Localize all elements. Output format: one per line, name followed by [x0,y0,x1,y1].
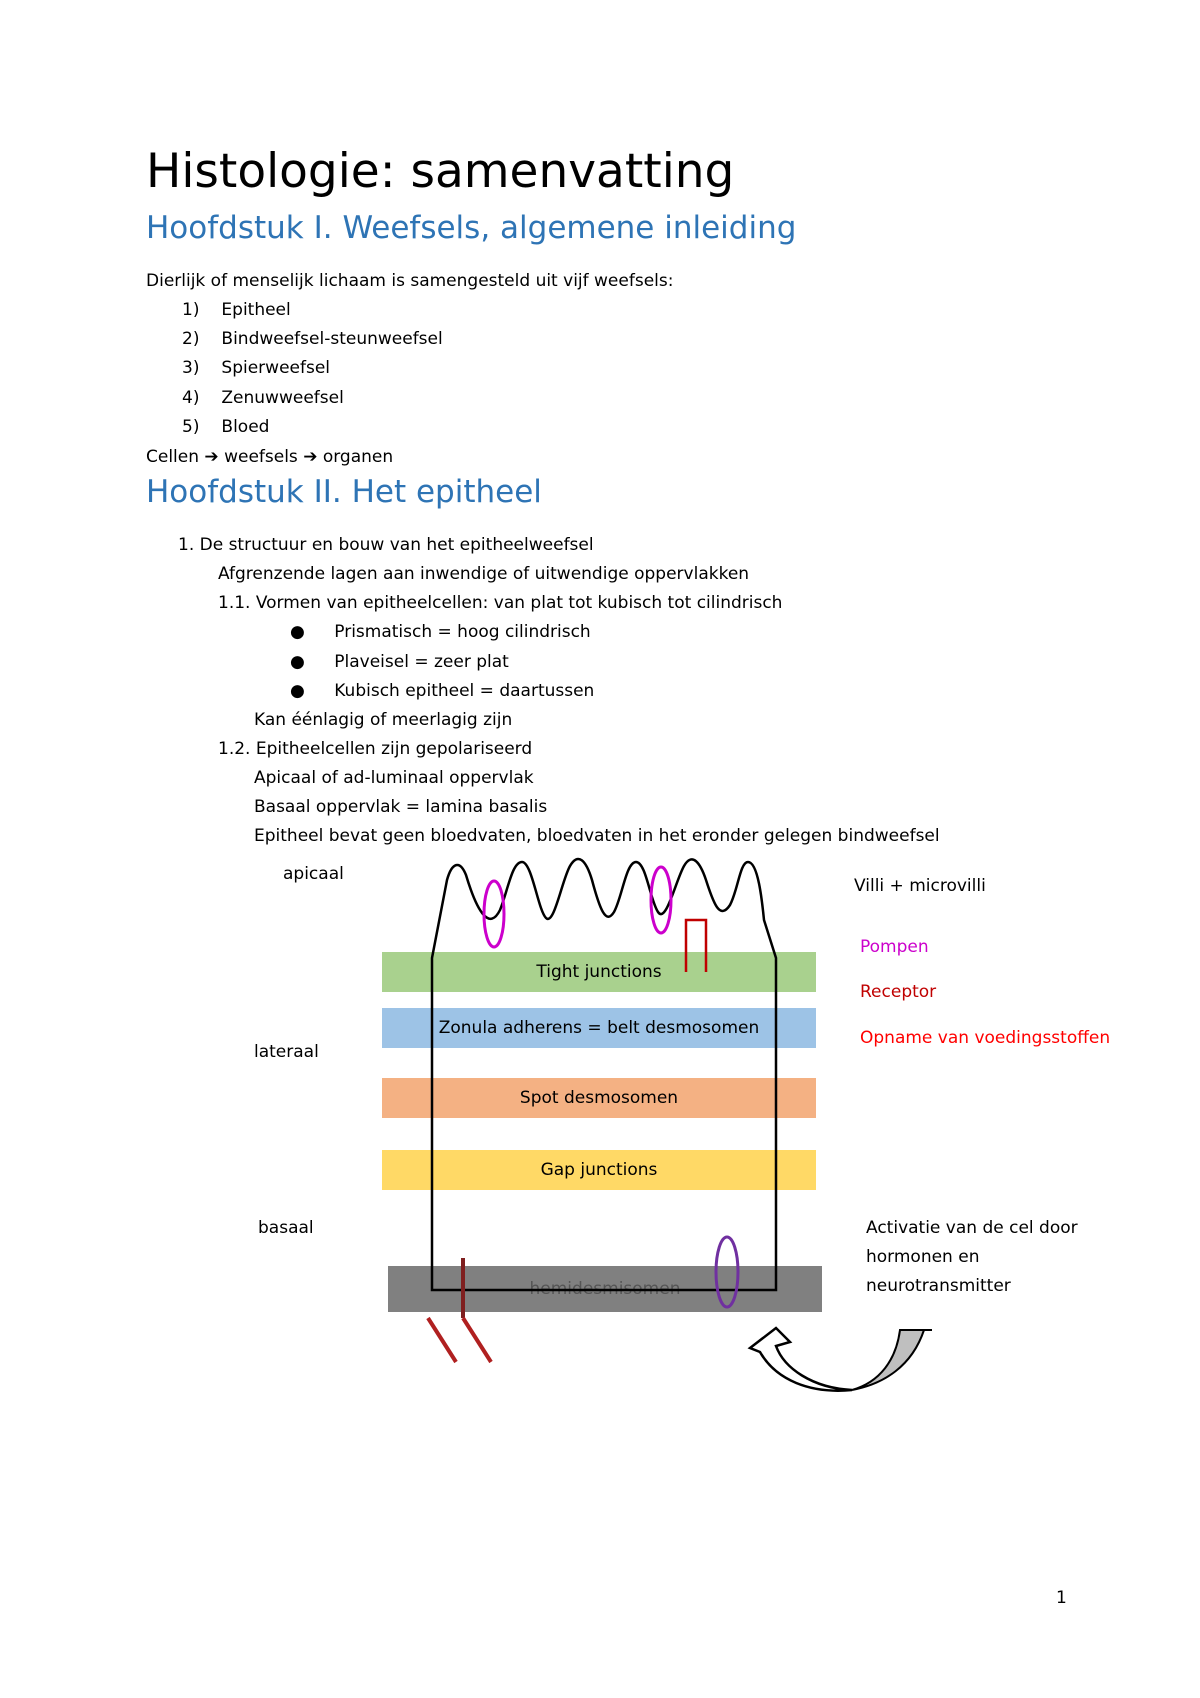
flow-tissues: weefsels [224,447,298,467]
list-text: Epitheel [221,300,291,320]
band-zonula-adherens: Zonula adherens = belt desmosomen [382,1008,816,1048]
subsection-1-1-note: Kan éénlagig of meerlagig zijn [254,710,513,730]
list-text: Bloed [221,417,270,437]
band-spot-desmosomes: Spot desmosomen [382,1078,816,1118]
cell-outline [430,857,778,1292]
band-label: Spot desmosomen [519,1088,679,1108]
list-item: 5) Bloed [182,417,269,437]
subsection-1-1: 1.1. Vormen van epitheelcellen: van plat… [218,593,783,613]
bullet-icon: ● [290,681,305,701]
list-text: Bindweefsel-steunweefsel [221,329,443,349]
label-activation: neurotransmitter [866,1276,1011,1296]
label-activation: hormonen en [866,1247,980,1267]
section1-heading: 1. De structuur en bouw van het epitheel… [178,535,594,555]
bullet-item: ● Plaveisel = zeer plat [290,652,509,672]
subsection-1-2: 1.2. Epitheelcellen zijn gepolariseerd [218,739,533,759]
list-item: 4) Zenuwweefsel [182,388,344,408]
pump-icon [649,865,673,935]
arrow-right-icon: ➔ [204,447,219,467]
flow-organs: organen [322,447,394,467]
band-label: Gap junctions [540,1160,658,1180]
section1-text: Afgrenzende lagen aan inwendige of uitwe… [218,564,750,584]
basal-receptor-icon [426,1316,493,1364]
page-title: Histologie: samenvatting [146,144,735,199]
chapter1-intro: Dierlijk of menselijk lichaam is samenge… [146,271,674,291]
bullet-text: Plaveisel = zeer plat [334,652,509,672]
bullet-item: ● Kubisch epitheel = daartussen [290,681,594,701]
bullet-text: Kubisch epitheel = daartussen [334,681,595,701]
bullet-icon: ● [290,652,305,672]
label-lateral: lateraal [254,1042,319,1062]
list-number: 4) [182,388,200,408]
receptor-icon [684,918,708,972]
chapter1-heading: Hoofdstuk I. Weefsels, algemene inleidin… [146,210,797,246]
label-receptor: Receptor [860,982,937,1002]
basal-channel-icon [714,1235,740,1309]
list-number: 3) [182,358,200,378]
list-number: 2) [182,329,200,349]
label-uptake: Opname van voedingsstoffen [860,1028,1111,1048]
pump-icon [482,879,506,949]
label-activation: Activatie van de cel door [866,1218,1078,1238]
page-number: 1 [1056,1588,1067,1608]
label-apical: apicaal [283,864,344,884]
band-tight-junctions: Tight junctions [382,952,816,992]
bullet-icon: ● [290,622,305,642]
band-gap-junctions: Gap junctions [382,1150,816,1190]
subsection-1-2-line: Basaal oppervlak = lamina basalis [254,797,548,817]
band-label: Zonula adherens = belt desmosomen [438,1018,760,1038]
list-text: Zenuwweefsel [221,388,344,408]
label-basal: basaal [258,1218,314,1238]
list-item: 2) Bindweefsel-steunweefsel [182,329,443,349]
chapter2-heading: Hoofdstuk II. Het epitheel [146,474,542,510]
subsection-1-2-line: Epitheel bevat geen bloedvaten, bloedvat… [254,826,940,846]
curved-arrow-icon [747,1326,853,1392]
list-item: 1) Epitheel [182,300,291,320]
label-villi: Villi + microvilli [854,876,986,896]
band-label: Tight junctions [536,962,662,982]
arrow-right-icon: ➔ [303,447,318,467]
list-number: 5) [182,417,200,437]
list-number: 1) [182,300,200,320]
curved-arrow-icon [851,1329,932,1391]
list-text: Spierweefsel [221,358,331,378]
label-pumps: Pompen [860,937,929,957]
bullet-text: Prismatisch = hoog cilindrisch [334,622,591,642]
flow-cells: Cellen [146,447,200,467]
list-item: 3) Spierweefsel [182,358,330,378]
cells-flow-line: Cellen ➔ weefsels ➔ organen [146,447,393,467]
subsection-1-2-line: Apicaal of ad-luminaal oppervlak [254,768,534,788]
bullet-item: ● Prismatisch = hoog cilindrisch [290,622,591,642]
